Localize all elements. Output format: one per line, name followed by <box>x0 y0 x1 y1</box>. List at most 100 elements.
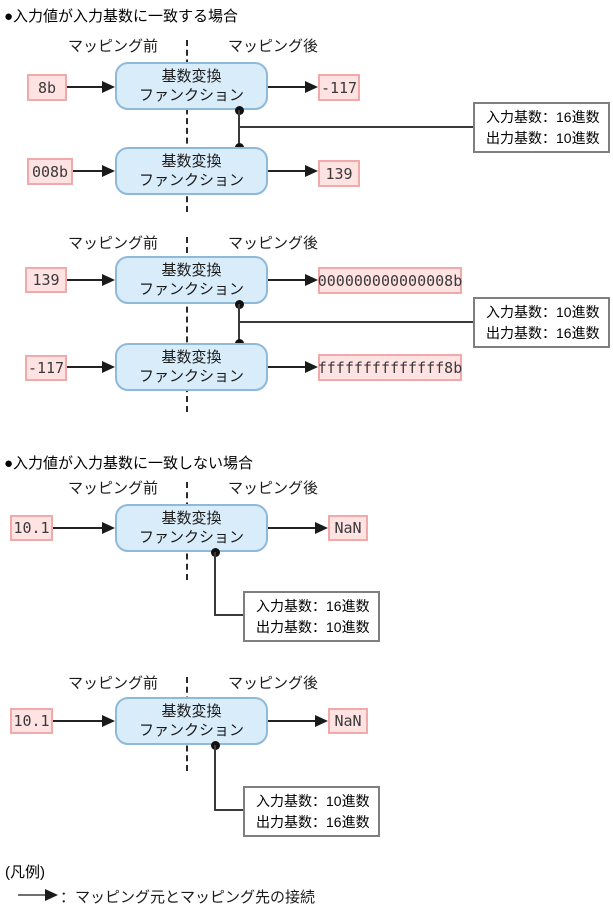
arrowhead-icon <box>102 81 115 93</box>
arrow-shaft <box>268 170 306 172</box>
base-note-box: 入力基数：16進数 出力基数：10進数 <box>243 591 380 642</box>
mapping-before-label: マッピング前 <box>68 480 159 497</box>
note-connector-line <box>239 126 473 128</box>
input-value-box: 8b <box>27 74 67 101</box>
output-value-box: 000000000000008b <box>318 267 462 294</box>
connector-arrow <box>73 165 115 177</box>
base-note-box: 入力基数：10進数 出力基数：16進数 <box>243 786 380 837</box>
connector-arrow <box>268 522 328 534</box>
note-connector-line <box>214 745 216 811</box>
boundary-dashed-line <box>186 40 188 212</box>
input-value-box: 10.1 <box>10 515 53 541</box>
arrowhead-icon <box>102 274 115 286</box>
arrowhead-icon <box>102 522 115 534</box>
arrow-shaft <box>73 170 103 172</box>
connector-arrow <box>268 361 318 373</box>
function-block-label: 基数変換 <box>161 703 222 720</box>
note-input-base: 入力基数：10進数 <box>486 304 600 320</box>
function-block-label: ファンクション <box>138 281 244 298</box>
connector-arrow <box>67 81 115 93</box>
output-value-box: ffffffffffffff8b <box>318 354 462 381</box>
note-input-base: 入力基数：16進数 <box>486 109 600 125</box>
arrow-shaft <box>268 279 306 281</box>
arrowhead-icon <box>305 361 318 373</box>
connector-arrow <box>268 81 318 93</box>
function-block-label: ファンクション <box>138 722 244 739</box>
input-value-box: 008b <box>27 158 73 185</box>
boundary-dashed-line <box>186 237 188 412</box>
legend-title: (凡例) <box>5 864 45 881</box>
legend-text: ：マッピング元とマッピング先の接続 <box>60 889 316 906</box>
connector-arrow <box>268 274 318 286</box>
arrow-shaft <box>18 894 46 896</box>
arrowhead-icon <box>102 361 115 373</box>
mapping-before-label: マッピング前 <box>68 38 159 55</box>
connector-arrow <box>53 522 115 534</box>
arrowhead-icon <box>315 715 328 727</box>
arrow-shaft <box>268 366 306 368</box>
input-value-box: 139 <box>25 267 67 293</box>
arrowhead-icon <box>102 715 115 727</box>
output-value-box: NaN <box>328 515 368 541</box>
base-note-box: 入力基数：16進数 出力基数：10進数 <box>473 102 610 153</box>
conversion-function-block: 基数変換 ファンクション <box>115 697 268 745</box>
output-value-box: 139 <box>318 160 360 187</box>
note-output-base: 出力基数：16進数 <box>256 814 370 830</box>
output-value-box: NaN <box>328 708 368 734</box>
function-block-label: ファンクション <box>138 529 244 546</box>
note-connector-line <box>238 304 240 343</box>
arrowhead-icon <box>315 522 328 534</box>
section-title: ●入力値が入力基数に一致する場合 <box>4 8 239 25</box>
conversion-function-block: 基数変換 ファンクション <box>115 147 268 195</box>
arrowhead-icon <box>305 165 318 177</box>
arrow-shaft <box>67 279 103 281</box>
mapping-after-label: マッピング後 <box>228 480 319 497</box>
section-title: ●入力値が入力基数に一致しない場合 <box>4 455 254 472</box>
note-output-base: 出力基数：10進数 <box>486 130 600 146</box>
note-output-base: 出力基数：10進数 <box>256 619 370 635</box>
function-block-label: ファンクション <box>138 368 244 385</box>
base-note-box: 入力基数：10進数 出力基数：16進数 <box>473 297 610 348</box>
function-block-label: 基数変換 <box>161 510 222 527</box>
arrow-shaft <box>53 720 103 722</box>
mapping-after-label: マッピング後 <box>228 675 319 692</box>
note-connector-line <box>214 552 216 616</box>
function-block-label: 基数変換 <box>161 153 222 170</box>
mapping-after-label: マッピング後 <box>228 38 319 55</box>
function-block-label: ファンクション <box>138 172 244 189</box>
arrow-shaft <box>53 527 103 529</box>
legend-arrow-icon <box>18 889 58 901</box>
arrow-shaft <box>268 720 316 722</box>
function-block-label: 基数変換 <box>161 262 222 279</box>
arrowhead-icon <box>45 889 58 901</box>
function-block-label: ファンクション <box>138 87 244 104</box>
mapping-before-label: マッピング前 <box>68 675 159 692</box>
mapping-after-label: マッピング後 <box>228 235 319 252</box>
conversion-function-block: 基数変換 ファンクション <box>115 62 268 110</box>
connector-arrow <box>53 715 115 727</box>
note-output-base: 出力基数：16進数 <box>486 325 600 341</box>
note-connector-line <box>238 110 240 147</box>
connector-arrow <box>268 165 318 177</box>
output-value-box: -117 <box>318 74 360 101</box>
note-connector-line <box>214 614 243 616</box>
note-connector-line <box>239 321 473 323</box>
conversion-function-block: 基数変換 ファンクション <box>115 256 268 304</box>
arrow-shaft <box>67 86 103 88</box>
note-connector-line <box>214 809 243 811</box>
conversion-function-block: 基数変換 ファンクション <box>115 343 268 391</box>
arrow-shaft <box>268 86 306 88</box>
conversion-function-block: 基数変換 ファンクション <box>115 504 268 552</box>
connector-arrow <box>268 715 328 727</box>
arrow-shaft <box>268 527 316 529</box>
connector-arrow <box>67 361 115 373</box>
function-block-label: 基数変換 <box>161 68 222 85</box>
input-value-box: 10.1 <box>10 708 53 734</box>
input-value-box: -117 <box>25 355 67 381</box>
connector-arrow <box>67 274 115 286</box>
arrowhead-icon <box>305 81 318 93</box>
function-block-label: 基数変換 <box>161 349 222 366</box>
mapping-before-label: マッピング前 <box>68 235 159 252</box>
note-input-base: 入力基数：10進数 <box>256 793 370 809</box>
